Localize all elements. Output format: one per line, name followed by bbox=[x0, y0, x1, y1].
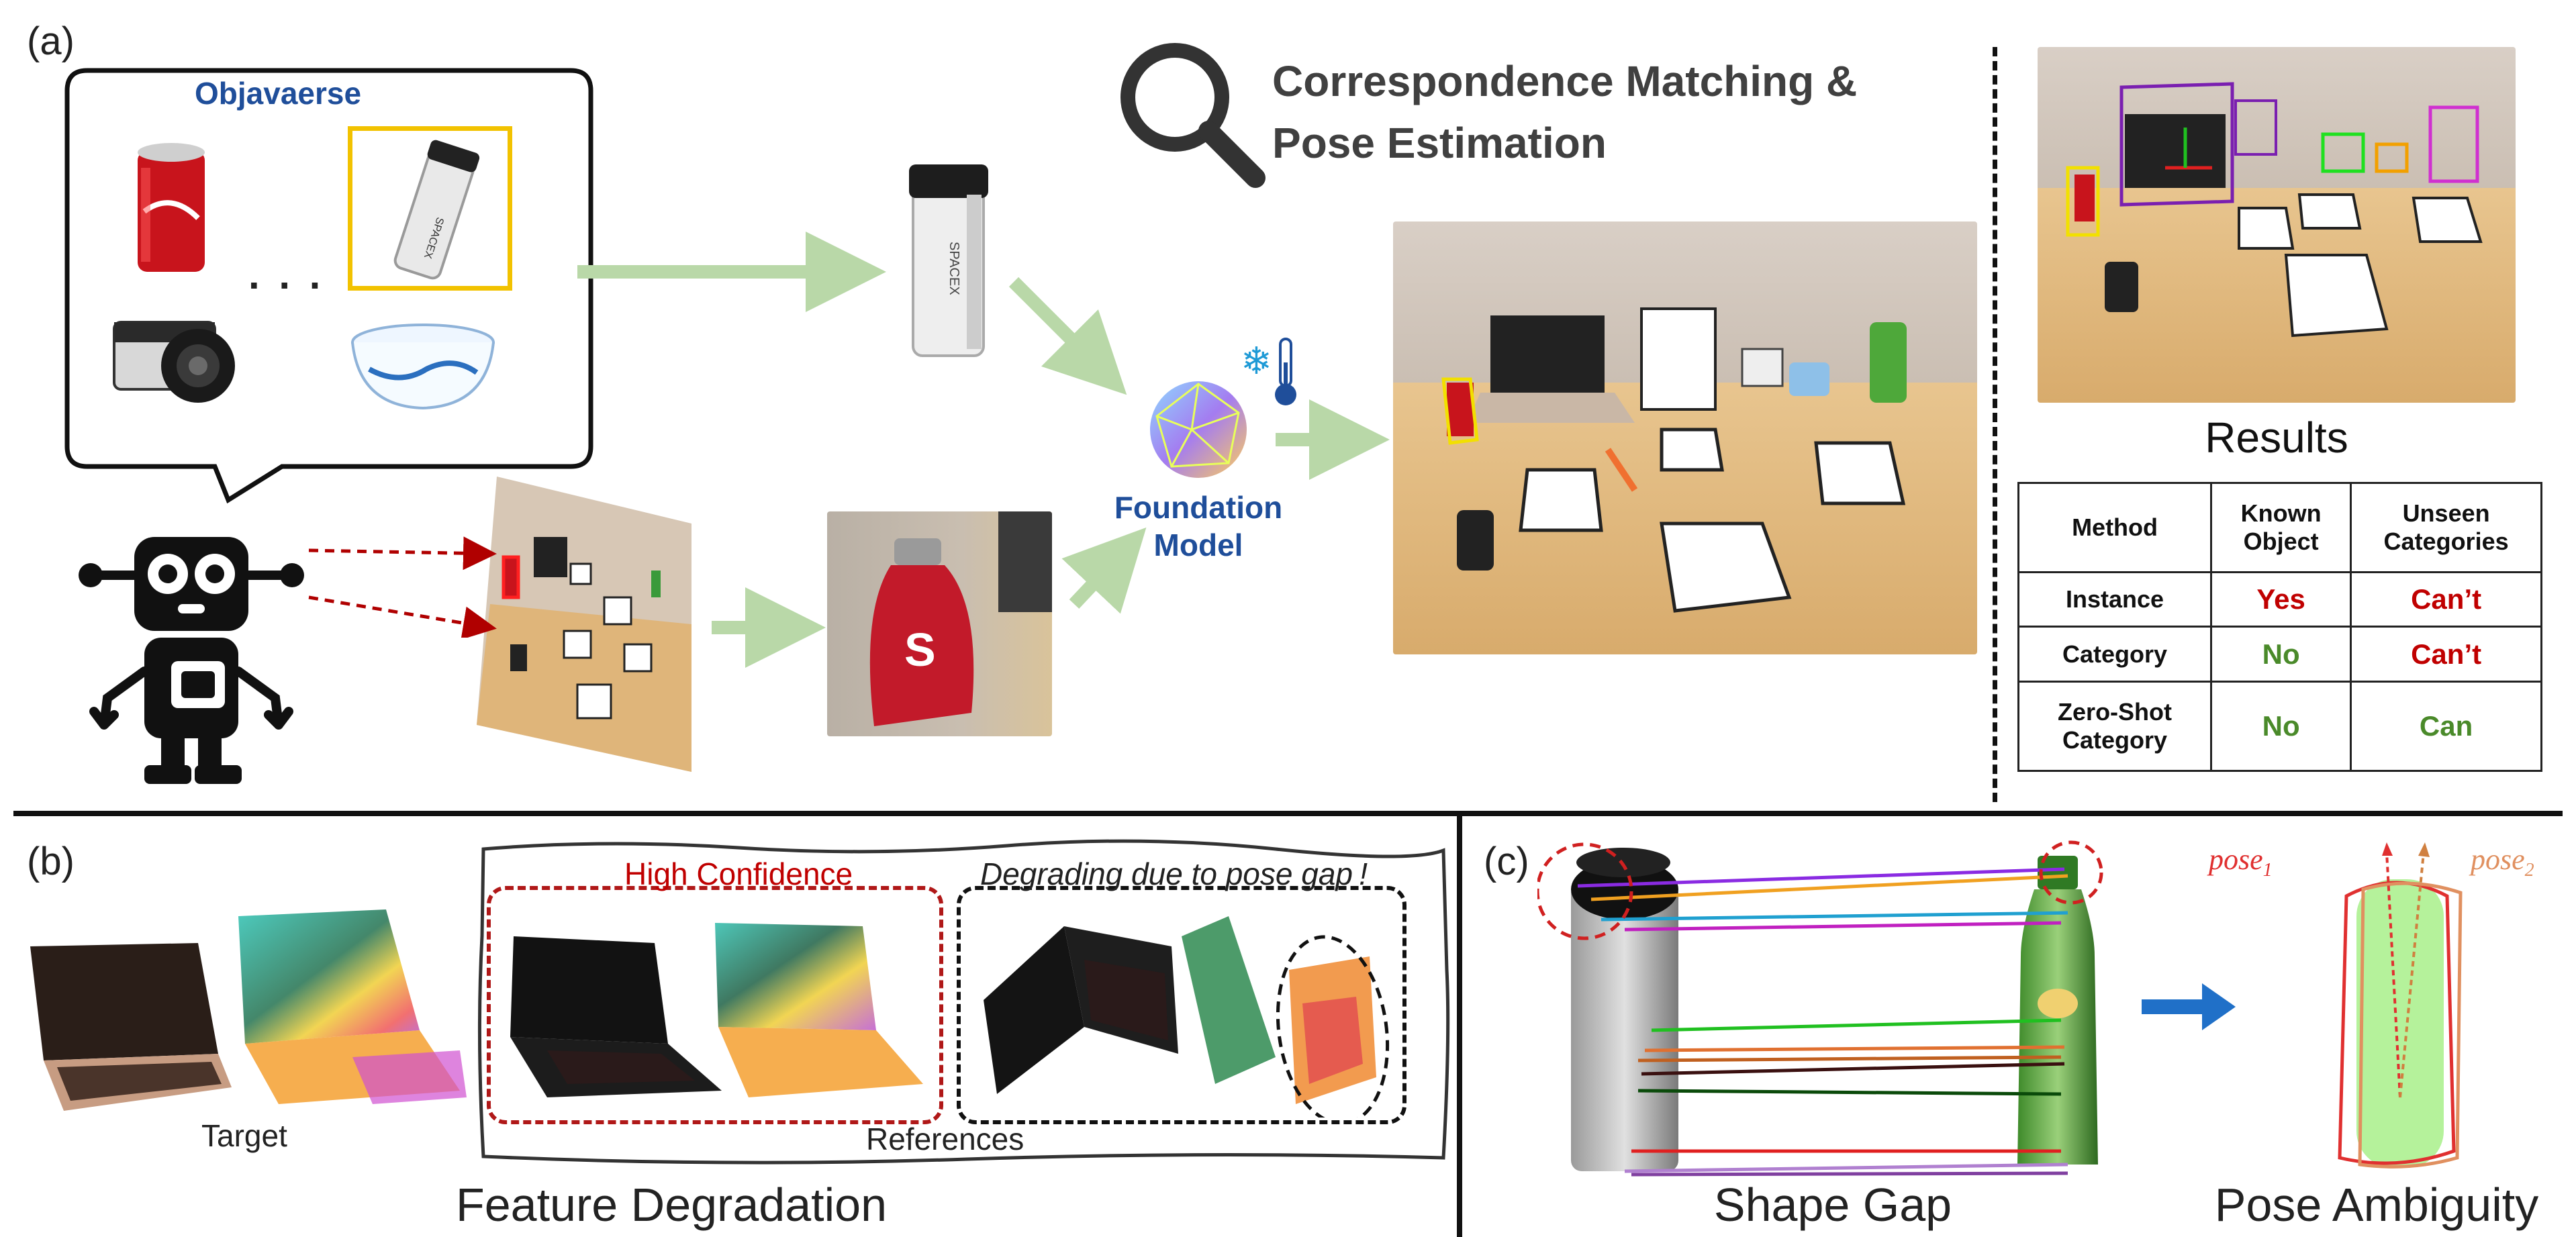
objaverse-title: Objavaerse bbox=[195, 76, 362, 111]
references-frame bbox=[477, 839, 1450, 1165]
reference-laptop-2 bbox=[984, 926, 1178, 1094]
pose-ambiguity-figure bbox=[2338, 842, 2463, 1169]
target-label: Target bbox=[201, 1118, 287, 1153]
horizontal-divider bbox=[13, 811, 2563, 816]
svg-text:S: S bbox=[904, 624, 936, 676]
row-known: No bbox=[2210, 680, 2352, 773]
pose-2-text: pose bbox=[2471, 843, 2525, 876]
pose-1-sub: 1 bbox=[2262, 859, 2273, 881]
shape-gap-bottle bbox=[2017, 856, 2098, 1165]
reference-bottle-render: SPACEX bbox=[909, 164, 988, 357]
panel-c-label: (c) bbox=[1484, 840, 1529, 883]
flow-arrows bbox=[577, 232, 1390, 668]
results-photo bbox=[2038, 47, 2516, 403]
results-table: Method Known Object Unseen Categories In… bbox=[2017, 481, 2542, 773]
degrading-box bbox=[957, 886, 1406, 1124]
thermos-bottle-icon: SPACEX bbox=[393, 140, 480, 280]
degrading-label: Degrading due to pose gap ! bbox=[980, 856, 1368, 891]
cropped-bottle-photo: S bbox=[827, 511, 1052, 736]
correspondence-lines bbox=[1537, 840, 2103, 1177]
matching-heading: Correspondence Matching & Pose Estimatio… bbox=[1272, 50, 1857, 174]
header-known-object: Known Object bbox=[2210, 481, 2352, 574]
row-unseen: Can’t bbox=[2350, 626, 2542, 683]
pose-ambiguity-caption: Pose Ambiguity bbox=[2214, 1179, 2539, 1231]
snowflake-icon: ❄ bbox=[1241, 340, 1272, 382]
target-laptop-image bbox=[30, 943, 232, 1111]
pose-1-label: pose1 bbox=[2209, 842, 2273, 881]
panel-b-label: (b) bbox=[27, 840, 75, 883]
soda-can-icon bbox=[138, 143, 205, 272]
reference-laptop-1 bbox=[510, 936, 722, 1097]
pose-1-text: pose bbox=[2209, 843, 2263, 876]
pose-2-label: pose2 bbox=[2471, 842, 2534, 881]
scene-result-photo bbox=[1393, 221, 1977, 654]
foundation-model-globe-icon bbox=[1150, 381, 1247, 478]
thermometer-icon bbox=[1275, 338, 1296, 405]
row-known: Yes bbox=[2210, 571, 2352, 628]
header-unseen-categories: Unseen Categories bbox=[2350, 481, 2542, 574]
robot-gaze-arrows bbox=[308, 536, 497, 638]
heading-line-2: Pose Estimation bbox=[1272, 119, 1607, 167]
svg-text:SPACEX: SPACEX bbox=[947, 242, 961, 295]
row-unseen: Can’t bbox=[2350, 571, 2542, 628]
table-row: Zero-Shot Category No Can bbox=[2017, 680, 2542, 773]
section-divider bbox=[1993, 47, 1997, 802]
robot-icon bbox=[79, 537, 304, 784]
foundation-model-label: Foundation Model bbox=[1098, 489, 1299, 564]
table-row: Category No Can’t bbox=[2017, 626, 2542, 683]
target-feature-map bbox=[238, 909, 467, 1104]
objaverse-ellipsis: . . . bbox=[248, 252, 325, 297]
header-method: Method bbox=[2017, 481, 2213, 574]
high-confidence-box bbox=[487, 886, 943, 1124]
table-row: Instance Yes Can’t bbox=[2017, 571, 2542, 628]
panel-bc-divider bbox=[1457, 813, 1462, 1237]
blue-arrow-icon bbox=[2142, 983, 2236, 1030]
row-method: Zero-Shot Category bbox=[2017, 680, 2213, 773]
row-known: No bbox=[2210, 626, 2352, 683]
foundation-line-1: Foundation bbox=[1114, 490, 1283, 525]
magnifier-icon bbox=[1120, 43, 1266, 188]
shape-gap-cup bbox=[1571, 848, 1678, 1171]
results-title: Results bbox=[2205, 413, 2348, 462]
panel-a-label: (a) bbox=[27, 19, 75, 63]
reference-feature-map-1 bbox=[715, 923, 923, 1097]
row-method: Instance bbox=[2017, 571, 2213, 628]
input-scene-photo bbox=[477, 477, 691, 772]
selected-object-box bbox=[348, 126, 512, 291]
bowl-icon bbox=[351, 324, 495, 410]
row-unseen: Can bbox=[2350, 680, 2542, 773]
heading-line-1: Correspondence Matching & bbox=[1272, 57, 1858, 105]
references-label: References bbox=[866, 1122, 1024, 1156]
foundation-line-2: Model bbox=[1153, 528, 1243, 562]
pose-2-sub: 2 bbox=[2524, 859, 2534, 881]
shape-gap-caption: Shape Gap bbox=[1713, 1179, 1952, 1231]
camera-icon bbox=[113, 321, 235, 403]
feature-degradation-caption: Feature Degradation bbox=[455, 1179, 888, 1231]
reference-feature-map-2 bbox=[1182, 916, 1390, 1118]
row-method: Category bbox=[2017, 626, 2213, 683]
results-table-header: Method Known Object Unseen Categories bbox=[2017, 481, 2542, 574]
high-confidence-label: High Confidence bbox=[624, 856, 853, 891]
